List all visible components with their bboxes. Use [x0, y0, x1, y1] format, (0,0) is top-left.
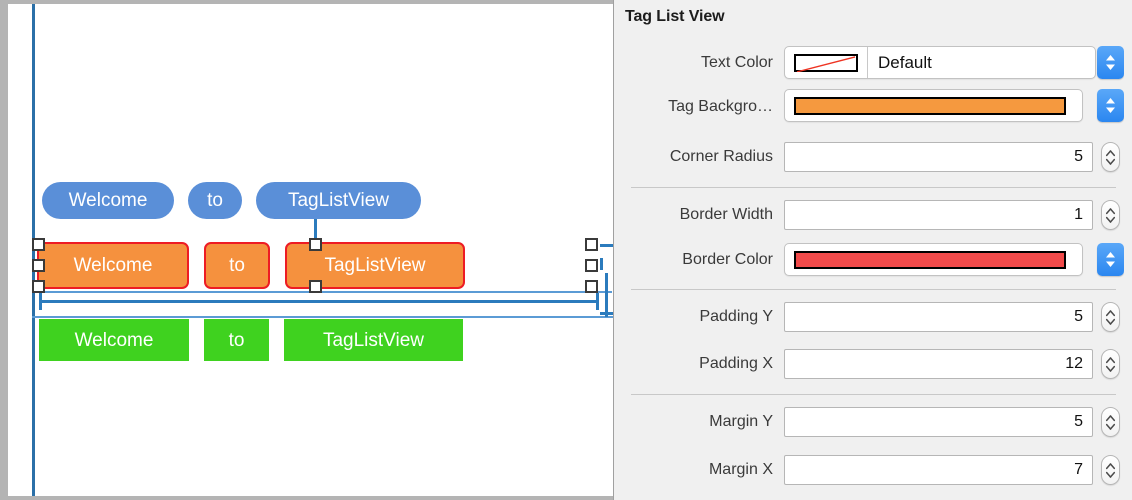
tag-welcome[interactable]: Welcome [42, 182, 174, 219]
inspector-row-corner-radius[interactable]: Corner Radius [614, 142, 1132, 172]
border-width-stepper[interactable] [1101, 200, 1120, 230]
tag-welcome[interactable]: Welcome [37, 242, 189, 289]
border-width-input[interactable]: 1 [784, 200, 1093, 230]
tag-welcome[interactable]: Welcome [39, 319, 189, 361]
inspector-right-edge [1124, 0, 1132, 500]
tag-background-color-well[interactable] [784, 89, 1083, 122]
selection-handle-top-left[interactable] [32, 238, 45, 251]
inspector-row-margin-x[interactable]: Margin X [614, 455, 1132, 485]
border-color-stepper[interactable] [1097, 243, 1124, 276]
color-swatch-red [794, 250, 1066, 269]
inspector-row-text-color[interactable]: Text Color [614, 48, 1132, 78]
selection-handle-bottom-center[interactable] [309, 280, 322, 293]
combo-divider [867, 47, 868, 78]
separator-3 [631, 394, 1116, 395]
row-label-margin-y: Margin Y [709, 413, 773, 430]
padding-x-input[interactable]: 12 [784, 349, 1093, 379]
no-color-slash-icon [796, 55, 856, 73]
row-label-padding-y: Padding Y [699, 308, 773, 325]
stepper-up-down-icon [1106, 98, 1115, 113]
row-label-corner-radius: Corner Radius [669, 148, 773, 165]
separator-2 [631, 289, 1116, 290]
text-color-value: Default [878, 52, 932, 72]
constraint-width-cap-right[interactable] [596, 293, 599, 310]
constraint-trailing-tick-bottom[interactable] [600, 312, 613, 315]
stepper-up-down-icon [1105, 207, 1116, 223]
padding-y-input[interactable]: 5 [784, 302, 1093, 332]
row-label-border-width: Border Width [679, 206, 773, 223]
tag-row-orange[interactable]: Welcome to TagListView [37, 242, 465, 289]
selection-handle-top-center[interactable] [309, 238, 322, 251]
stepper-up-down-icon [1105, 414, 1116, 430]
corner-radius-input[interactable]: 5 [784, 142, 1093, 172]
constraint-vertical-blue-to-orange[interactable] [314, 219, 317, 246]
constraint-width-bar[interactable] [39, 300, 599, 303]
tag-background-stepper[interactable] [1097, 89, 1124, 122]
selection-handle-top-right[interactable] [585, 238, 598, 251]
inspector-row-border-width[interactable]: Border Width [614, 200, 1132, 230]
margin-x-input[interactable]: 7 [784, 455, 1093, 485]
panel-title: Tag List View [625, 8, 725, 25]
tag-row-blue[interactable]: Welcome to TagListView [42, 182, 421, 219]
margin-y-input[interactable]: 5 [784, 407, 1093, 437]
padding-x-stepper[interactable] [1101, 349, 1120, 379]
stepper-up-down-icon [1105, 309, 1116, 325]
color-swatch-orange [794, 96, 1066, 115]
tag-to[interactable]: to [188, 182, 242, 219]
constraint-trailing-tick-top[interactable] [600, 244, 613, 247]
padding-y-stepper[interactable] [1101, 302, 1120, 332]
attributes-inspector-panel[interactable]: Tag List View Text Color Default Tag Bac… [613, 0, 1132, 500]
text-color-popup[interactable]: Default [784, 46, 1096, 79]
margin-y-stepper[interactable] [1101, 407, 1120, 437]
selection-handle-mid-left[interactable] [32, 259, 45, 272]
constraint-trailing-vertical[interactable] [605, 273, 608, 317]
text-color-stepper[interactable] [1097, 46, 1124, 79]
tag-to[interactable]: to [204, 242, 270, 289]
row-label-text-color: Text Color [700, 54, 773, 71]
color-swatch-none-icon [794, 53, 858, 73]
selection-handle-mid-right[interactable] [585, 259, 598, 272]
tag-to[interactable]: to [204, 319, 269, 361]
margin-x-stepper[interactable] [1101, 455, 1120, 485]
stepper-up-down-icon [1106, 252, 1115, 267]
tag-taglistview[interactable]: TagListView [256, 182, 421, 219]
selection-bottom-guide [32, 291, 612, 293]
green-row-top-guide [32, 316, 613, 318]
inspector-row-tag-background[interactable]: Tag Backgro… [614, 92, 1132, 122]
stepper-up-down-icon [1105, 149, 1116, 165]
separator-1 [631, 187, 1116, 188]
constraint-width-cap-left[interactable] [39, 293, 42, 310]
inspector-row-margin-y[interactable]: Margin Y [614, 407, 1132, 437]
row-label-border-color: Border Color [682, 251, 773, 268]
design-canvas[interactable]: Welcome to TagListView Welcome to TagLis… [8, 4, 613, 496]
stepper-up-down-icon [1105, 462, 1116, 478]
row-label-padding-x: Padding X [699, 355, 773, 372]
row-label-tag-background: Tag Backgro… [668, 98, 773, 115]
corner-radius-stepper[interactable] [1101, 142, 1120, 172]
constraint-trailing-tick-mid[interactable] [600, 258, 603, 270]
tag-taglistview[interactable]: TagListView [284, 319, 463, 361]
tag-row-green[interactable]: Welcome to TagListView [39, 319, 463, 361]
row-label-margin-x: Margin X [708, 461, 773, 478]
inspector-row-border-color[interactable]: Border Color [614, 245, 1132, 275]
selection-handle-bottom-left[interactable] [32, 280, 45, 293]
stepper-up-down-icon [1105, 356, 1116, 372]
selection-handle-bottom-right[interactable] [585, 280, 598, 293]
inspector-row-padding-y[interactable]: Padding Y [614, 302, 1132, 332]
stepper-up-down-icon [1106, 55, 1115, 70]
inspector-row-padding-x[interactable]: Padding X [614, 349, 1132, 379]
border-color-well[interactable] [784, 243, 1083, 276]
